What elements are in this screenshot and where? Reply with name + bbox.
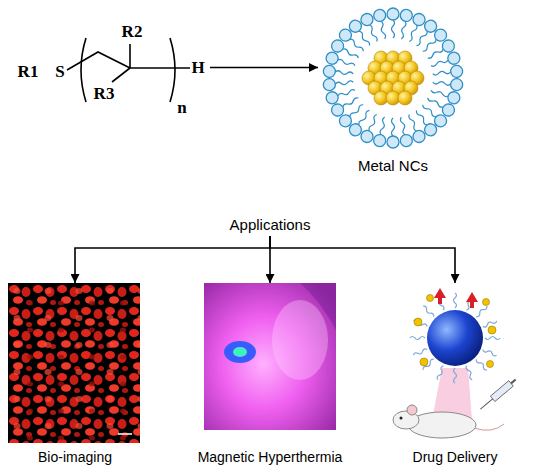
figure-label: Metal NCs [318, 157, 468, 175]
application-panel: Drug Delivery [380, 283, 530, 466]
bond-line [67, 52, 130, 70]
structure-formula: R1 S R2R3 nH [10, 20, 210, 115]
bond-line [112, 68, 130, 82]
cell-pattern [8, 283, 140, 443]
panel-caption: Drug Delivery [380, 449, 530, 466]
image-ground [8, 283, 140, 443]
shadow [300, 283, 336, 330]
hot-spot [224, 341, 256, 363]
repeat-bracket [81, 38, 86, 102]
heading-text: Applications [230, 216, 311, 234]
drug-molecules [414, 295, 496, 368]
application-panel: Magnetic Hyperthermia [185, 283, 355, 466]
syringe [478, 377, 518, 412]
glow [272, 300, 328, 380]
chem-label: R1 [18, 62, 39, 82]
hot-spot [233, 347, 247, 357]
chem-label: S [55, 62, 64, 82]
chem-label: n [177, 98, 186, 118]
drug-delivery-picture [393, 288, 518, 438]
connector-arrow [75, 236, 270, 283]
nanocluster-figure [323, 8, 463, 148]
panel-caption: Bio-imaging [6, 449, 144, 466]
panel-caption: Magnetic Hyperthermia [185, 449, 355, 466]
section-heading: Applications [226, 214, 315, 236]
hyperthermia-picture [204, 283, 336, 430]
gold-core [362, 51, 424, 105]
chem-label: R2 [122, 22, 143, 42]
polymer-structure [67, 38, 190, 102]
targeting-arrows [434, 288, 478, 308]
chem-label: R3 [94, 84, 115, 104]
repeat-bracket [170, 38, 175, 102]
bond-line [129, 44, 131, 68]
cell-pattern [8, 283, 140, 443]
connector-arrow [270, 236, 455, 283]
ligand-halo [410, 293, 500, 383]
bond-line [130, 67, 190, 69]
image-ground [204, 283, 336, 430]
bioimaging-picture [8, 283, 140, 443]
connector-arrow [210, 67, 318, 69]
application-panel: Bio-imaging [6, 283, 144, 466]
mouse [393, 405, 504, 438]
cluster-figure: Metal NCs [318, 3, 468, 175]
scale-bar [118, 433, 132, 435]
chem-label: H [191, 58, 204, 78]
nanoparticle [427, 310, 483, 366]
